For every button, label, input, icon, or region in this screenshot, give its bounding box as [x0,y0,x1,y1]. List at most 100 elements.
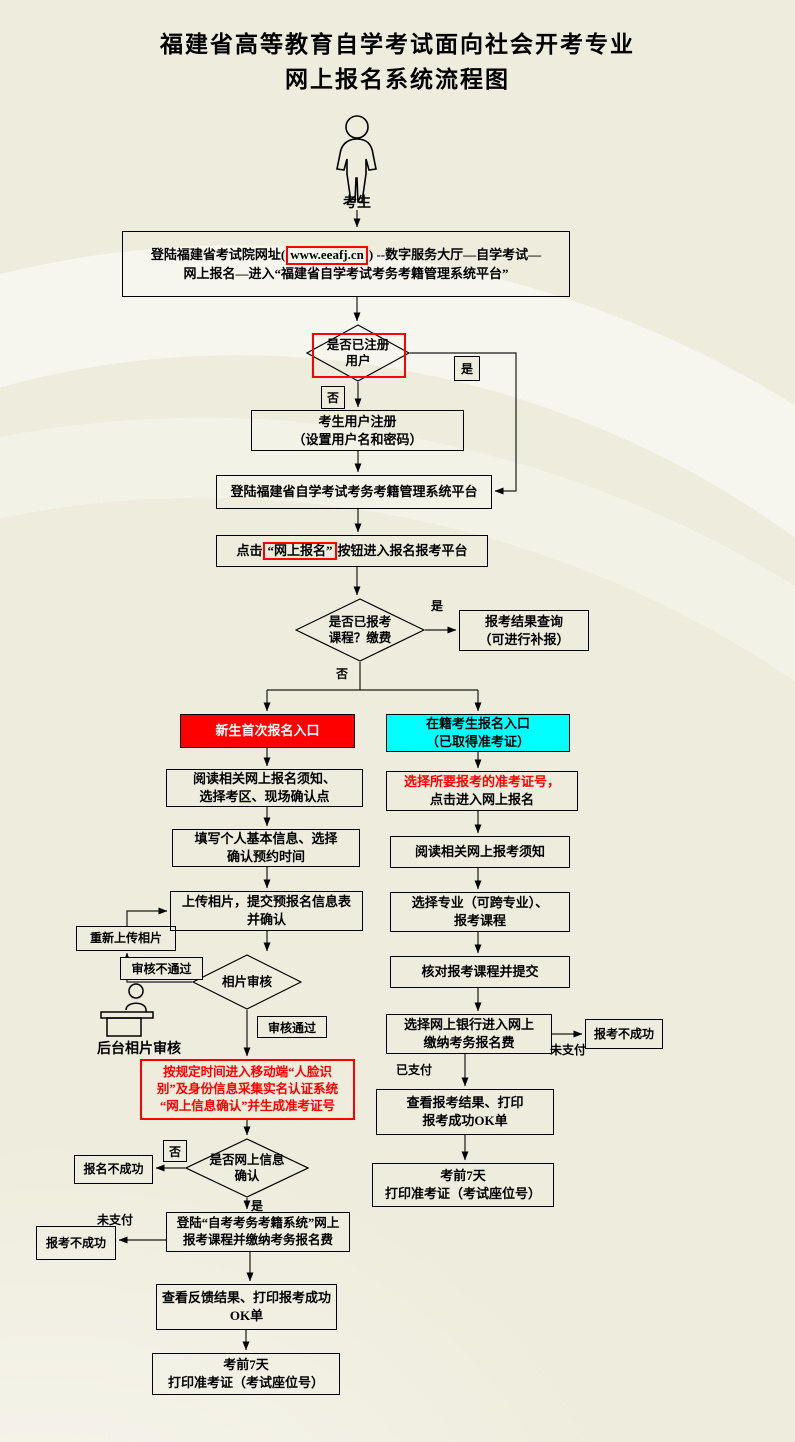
text-line: 在籍考生报名入口 [425,716,530,732]
text-line: 选择网上银行进入网上 [403,1017,534,1033]
url-highlight: www.eeafj.cn [286,245,368,265]
text-line: 重新上传相片 [89,931,162,946]
decision-registered: 是否已注册 用户 [306,324,410,382]
step-view-feedback: 查看反馈结果、打印报考成功 OK单 [156,1284,337,1330]
text-segment: ) --数字服务大厅—自学考试— [368,246,542,262]
step-read-signup-notice: 阅读相关网上报名须知、 选择考区、现场确认点 [166,769,363,807]
step-upload-photo: 上传相片，提交预报名信息表 并确认 [170,891,363,931]
step-select-major: 选择专业（可跨专业）、 报考课程 [390,892,570,932]
title-line-2: 网上报名系统流程图 [285,66,510,92]
text-line: OK单 [229,1308,264,1323]
entry-new-student: 新生首次报名入口 [180,714,355,748]
edge-label-no-registered: 否 [321,386,345,409]
step-reupload-photo: 重新上传相片 [76,926,176,951]
text-line: 考生用户注册 [318,413,397,429]
decision-photo-audit: 相片审核 [192,954,302,1010]
backend-audit-label: 后台相片审核 [97,1042,181,1057]
text-line: 上传相片，提交预报名信息表 [181,894,351,910]
text-line: 选择所要报考的准考证号， [403,774,560,790]
text-line: 考前7天 [223,1357,269,1373]
text-line: “网上信息确认”并生成准考证号 [159,1098,335,1113]
reviewer-desk-icon [96,982,160,1043]
step-click-online-enroll: 点击“网上报名”按钮进入报名报考平台 [216,535,488,567]
text-line: 别”及身份信息采集实名认证系统 [156,1082,339,1097]
step-login-website: 登陆福建省考试院网址(www.eeafj.cn) --数字服务大厅—自学考试— … [122,231,570,297]
enroll-button-highlight: “网上报名” [263,541,337,561]
text-line: 网上报名—进入“福建省自学考试考务考籍管理系统平台” [183,265,509,281]
text-line: 是否网上信息 [209,1152,285,1167]
text-line: 缴纳考务报名费 [423,1035,515,1050]
text-line: 阅读相关网上报考须知 [414,844,545,860]
edge-label-audit-fail: 审核不通过 [120,957,203,980]
step-print-ticket-right: 考前7天 打印准考证（考试座位号） [372,1163,554,1207]
text-line: 点击“网上报名”按钮进入报名报考平台 [236,541,468,561]
step-verify-courses: 核对报考课程并提交 [390,956,570,988]
text-line: 报考课程并缴纳考务报名费 [182,1233,333,1247]
edge-label-no-confirm: 否 [163,1140,187,1162]
text-line: 查看反馈结果、打印报考成功 [161,1290,331,1306]
text-line: 打印准考证（考试座位号） [384,1186,541,1201]
text-line: 登陆福建省自学考试考务考籍管理系统平台 [230,484,478,500]
text-line: 填写个人基本信息、选择 [194,831,338,847]
step-select-ticket-number: 选择所要报考的准考证号， 点击进入网上报名 [386,771,578,811]
step-enroll-fail-right: 报考不成功 [585,1019,663,1049]
text-line: 登陆福建省考试院网址(www.eeafj.cn) --数字服务大厅—自学考试— [150,245,542,265]
edge-label-paid: 已支付 [396,1063,433,1077]
decision-enrolled: 是否已报考 课程？缴费 [295,598,425,662]
text-line: 报考成功OK单 [422,1113,508,1128]
text-line: 报考不成功 [45,1235,106,1250]
step-read-enroll-notice: 阅读相关网上报考须知 [390,836,570,868]
text-line: 打印准考证（考试座位号） [167,1375,324,1390]
actor-label: 考生 [343,196,371,211]
text-line: （设置用户名和密码） [292,431,423,447]
text-line: 课程？缴费 [328,631,392,645]
page-title: 福建省高等教育自学考试面向社会开考专业 网上报名系统流程图 [0,28,795,97]
decision-info-confirm: 是否网上信息 确认 [185,1138,309,1198]
text-line: 考前7天 [440,1168,486,1184]
step-view-result: 查看报考结果、打印 报考成功OK单 [376,1089,554,1135]
step-face-auth: 按规定时间进入移动端“人脸识 别”及身份信息采集实名认证系统 “网上信息确认”并… [140,1059,355,1120]
text-line: 阅读相关网上报名须知、 [192,771,336,787]
decision-text: 是否已报考 课程？缴费 [295,598,425,662]
text-line: 选择考区、现场确认点 [199,789,330,804]
text-segment: 登陆福建省考试院网址( [150,246,286,262]
text-line: 确认 [234,1169,260,1183]
text-segment: 按钮进入报名报考平台 [337,542,468,558]
text-segment: 点击 [236,542,263,558]
text-line: 查看报考结果、打印 [406,1095,524,1111]
text-line: 报考结果查询 [484,613,563,629]
step-result-query: 报考结果查询 （可进行补报） [459,610,589,651]
text-line: 核对报考课程并提交 [421,964,539,980]
text-line: 登陆“自考考务考籍系统”网上 [176,1216,340,1231]
entry-existing-student: 在籍考生报名入口 （已取得准考证） [386,714,570,752]
step-fill-personal-info: 填写个人基本信息、选择 确认预约时间 [172,829,360,867]
step-print-ticket-left: 考前7天 打印准考证（考试座位号） [152,1353,340,1395]
person-icon [328,114,386,211]
edge-label-yes-enrolled: 是 [431,599,444,613]
text-line: 相片审核 [221,974,272,989]
decision-text: 是否网上信息 确认 [185,1138,309,1198]
text-line: 报考不成功 [593,1026,654,1041]
text-line: （已取得准考证） [425,734,530,749]
edge-label-yes-confirm: 是 [251,1199,264,1213]
text-line: 是否已报考 [328,614,392,629]
decision-text: 相片审核 [192,954,302,1010]
text-line: （可进行补报） [478,631,570,647]
step-pay-online: 选择网上银行进入网上 缴纳考务报名费 [386,1014,552,1054]
edge-label-audit-pass: 审核通过 [257,1016,327,1038]
edge-label-unpaid-right: 未支付 [550,1043,587,1057]
step-enroll-fail-left: 报考不成功 [36,1226,116,1260]
text-line: 并确认 [246,912,286,927]
step-login-platform: 登陆福建省自学考试考务考籍管理系统平台 [216,475,492,509]
text-line: 报考课程 [453,913,506,928]
text-line: 选择专业（可跨专业）、 [411,895,549,911]
edge-label-no-enrolled: 否 [336,667,349,681]
text-line: 是否已注册 [326,337,390,352]
text-line: 按规定时间进入移动端“人脸识 [163,1065,332,1080]
text-line: 确认预约时间 [226,849,305,864]
edge-label-unpaid-left: 未支付 [97,1213,134,1227]
decision-text: 是否已注册 用户 [306,324,410,382]
text-line: 新生首次报名入口 [215,723,320,739]
edge-label-yes-registered: 是 [454,356,480,381]
